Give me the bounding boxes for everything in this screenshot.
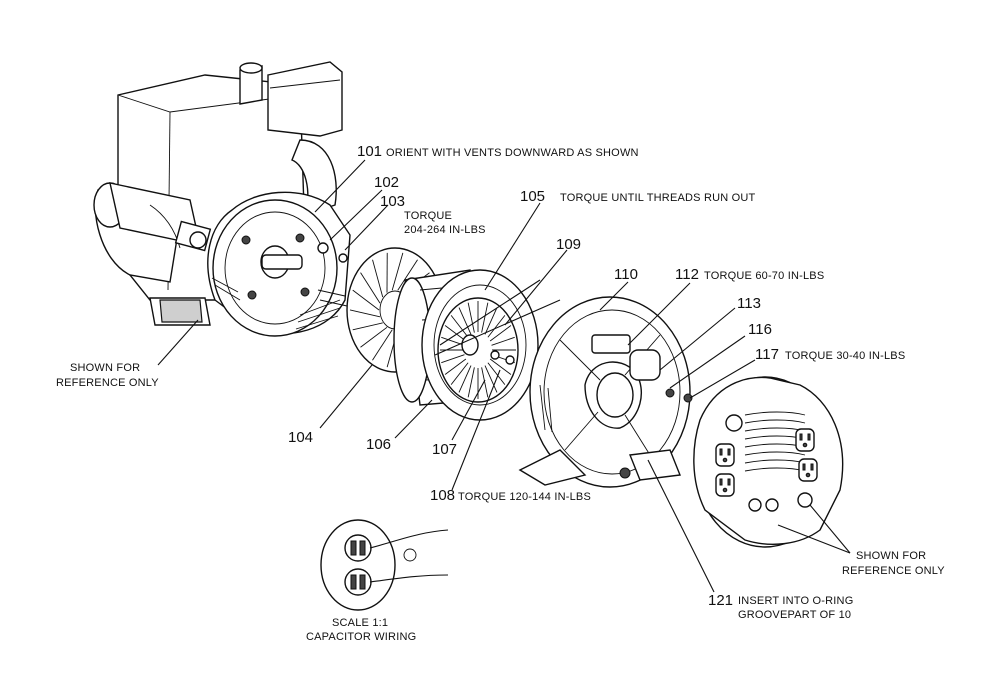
ref-left-line2: REFERENCE ONLY [56,377,159,389]
scale-label: SCALE 1:1 [332,617,388,629]
callout-101: 101 [357,143,382,160]
note-121-line2: GROOVEPART OF 10 [738,609,851,621]
callout-117: 117 [755,346,779,363]
note-112: TORQUE 60-70 IN-LBS [704,270,824,282]
part-102-103-bolts [317,242,348,307]
callout-104: 104 [288,429,313,446]
callouts: 101 ORIENT WITH VENTS DOWNWARD AS SHOWN … [56,143,945,643]
callout-113: 113 [737,295,761,312]
leader-lines [157,159,851,593]
callout-110: 110 [614,266,638,283]
ref-right-line1: SHOWN FOR [856,550,926,562]
callout-108: 108 [430,487,455,504]
callout-109: 109 [556,236,581,253]
ref-left-line1: SHOWN FOR [70,362,140,374]
callout-116: 116 [748,321,772,338]
callout-121: 121 [708,592,733,609]
callout-107: 107 [432,441,457,458]
note-103-line2: 204-264 IN-LBS [404,224,486,236]
capacitor-wiring-detail [320,519,449,611]
engine-illustration [93,61,343,326]
callout-106: 106 [366,436,391,453]
ref-right-line2: REFERENCE ONLY [842,565,945,577]
callout-112: 112 [675,266,699,283]
callout-103: 103 [380,193,405,210]
note-121-line1: INSERT INTO O-RING [738,595,853,607]
end-cover-outlets [693,376,844,548]
note-101: ORIENT WITH VENTS DOWNWARD AS SHOWN [386,147,639,159]
note-117: TORQUE 30-40 IN-LBS [785,350,905,362]
capacitor-wiring-label: CAPACITOR WIRING [306,631,416,643]
callout-102: 102 [374,174,399,191]
callout-105: 105 [520,188,545,205]
part-110-front-housing [518,296,693,488]
note-105: TORQUE UNTIL THREADS RUN OUT [560,192,756,204]
note-108: TORQUE 120-144 IN-LBS [458,491,591,503]
note-103-line1: TORQUE [404,210,452,222]
part-101-rear-carrier [207,191,351,337]
